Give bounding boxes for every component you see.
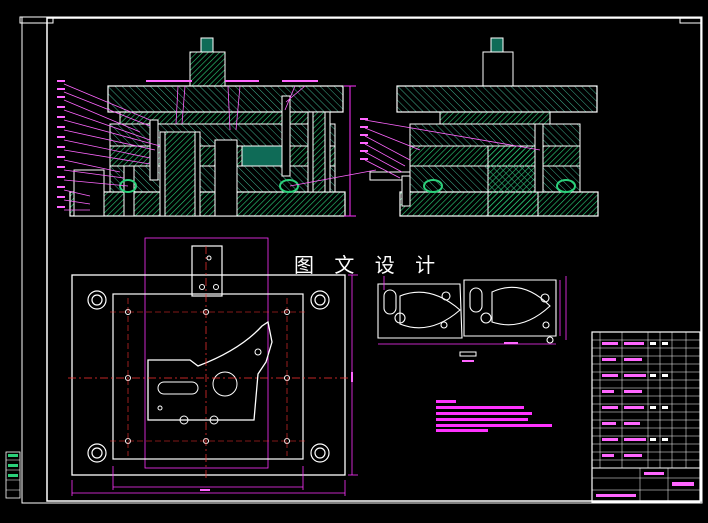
- drawing-frame: [19, 16, 703, 504]
- part-layout-view: [377, 276, 567, 362]
- side-view-label-ticks: [360, 118, 368, 160]
- technical-notes: [436, 400, 552, 432]
- side-view-leaders: [364, 119, 541, 179]
- front-view-leaders: [63, 83, 377, 211]
- title-block: [591, 331, 701, 503]
- front-view-label-ticks: [57, 80, 318, 208]
- watermark-text: 图 文 设 计: [294, 253, 443, 277]
- front-section-view: [69, 37, 356, 217]
- revision-stamp: [5, 451, 21, 499]
- side-section-view: [369, 37, 599, 217]
- top-plan-view: [68, 237, 358, 496]
